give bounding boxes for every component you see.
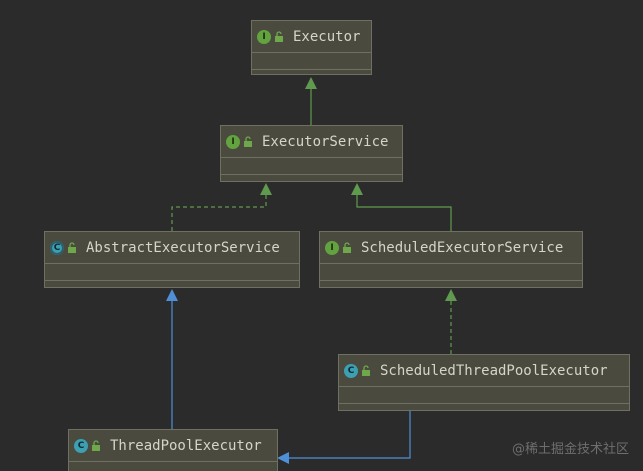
lock-icon	[362, 365, 370, 376]
node-thread-pool-executor[interactable]: C ThreadPoolExecutor	[68, 429, 278, 471]
node-abstract-executor-service[interactable]: C AbstractExecutorService	[44, 231, 300, 288]
edge-abstractexecutorservice-executorservice	[171, 183, 272, 231]
node-executor[interactable]: I Executor	[251, 20, 372, 75]
node-fields	[45, 264, 299, 281]
lock-icon	[275, 31, 283, 42]
node-header: I ScheduledExecutorService	[320, 232, 582, 264]
node-header: C AbstractExecutorService	[45, 232, 299, 264]
node-header: C ThreadPoolExecutor	[69, 430, 277, 462]
edge-scheduledexecutorservice-executorservice	[351, 183, 452, 231]
node-header: I Executor	[252, 21, 371, 53]
interface-icon: I	[257, 29, 271, 44]
node-fields	[221, 158, 402, 175]
lock-icon	[244, 136, 252, 147]
node-label: AbstractExecutorService	[86, 239, 280, 256]
node-header: C ScheduledThreadPoolExecutor	[339, 355, 629, 387]
watermark-text: @稀土掘金技术社区	[511, 442, 629, 457]
lock-icon	[68, 242, 76, 253]
lock-icon	[343, 242, 351, 253]
class-icon: C	[74, 438, 88, 453]
node-fields	[320, 264, 582, 281]
interface-icon: I	[226, 134, 240, 149]
node-scheduled-executor-service[interactable]: I ScheduledExecutorService	[319, 231, 583, 288]
node-fields	[339, 387, 629, 404]
node-executor-service[interactable]: I ExecutorService	[220, 125, 403, 182]
node-label: ThreadPoolExecutor	[110, 437, 262, 454]
edge-scheduledthreadpoolexecutor-threadpoolexecutor	[277, 411, 411, 464]
class-icon: C	[344, 363, 358, 378]
lock-icon	[92, 440, 100, 451]
node-fields	[252, 53, 371, 70]
node-header: I ExecutorService	[221, 126, 402, 158]
interface-icon: I	[325, 240, 339, 255]
abstract-class-icon: C	[50, 240, 64, 255]
node-label: ScheduledExecutorService	[361, 239, 564, 256]
node-label: ExecutorService	[262, 133, 389, 150]
node-label: ScheduledThreadPoolExecutor	[380, 362, 608, 379]
node-label: Executor	[293, 28, 361, 45]
node-scheduled-thread-pool-executor[interactable]: C ScheduledThreadPoolExecutor	[338, 354, 630, 411]
